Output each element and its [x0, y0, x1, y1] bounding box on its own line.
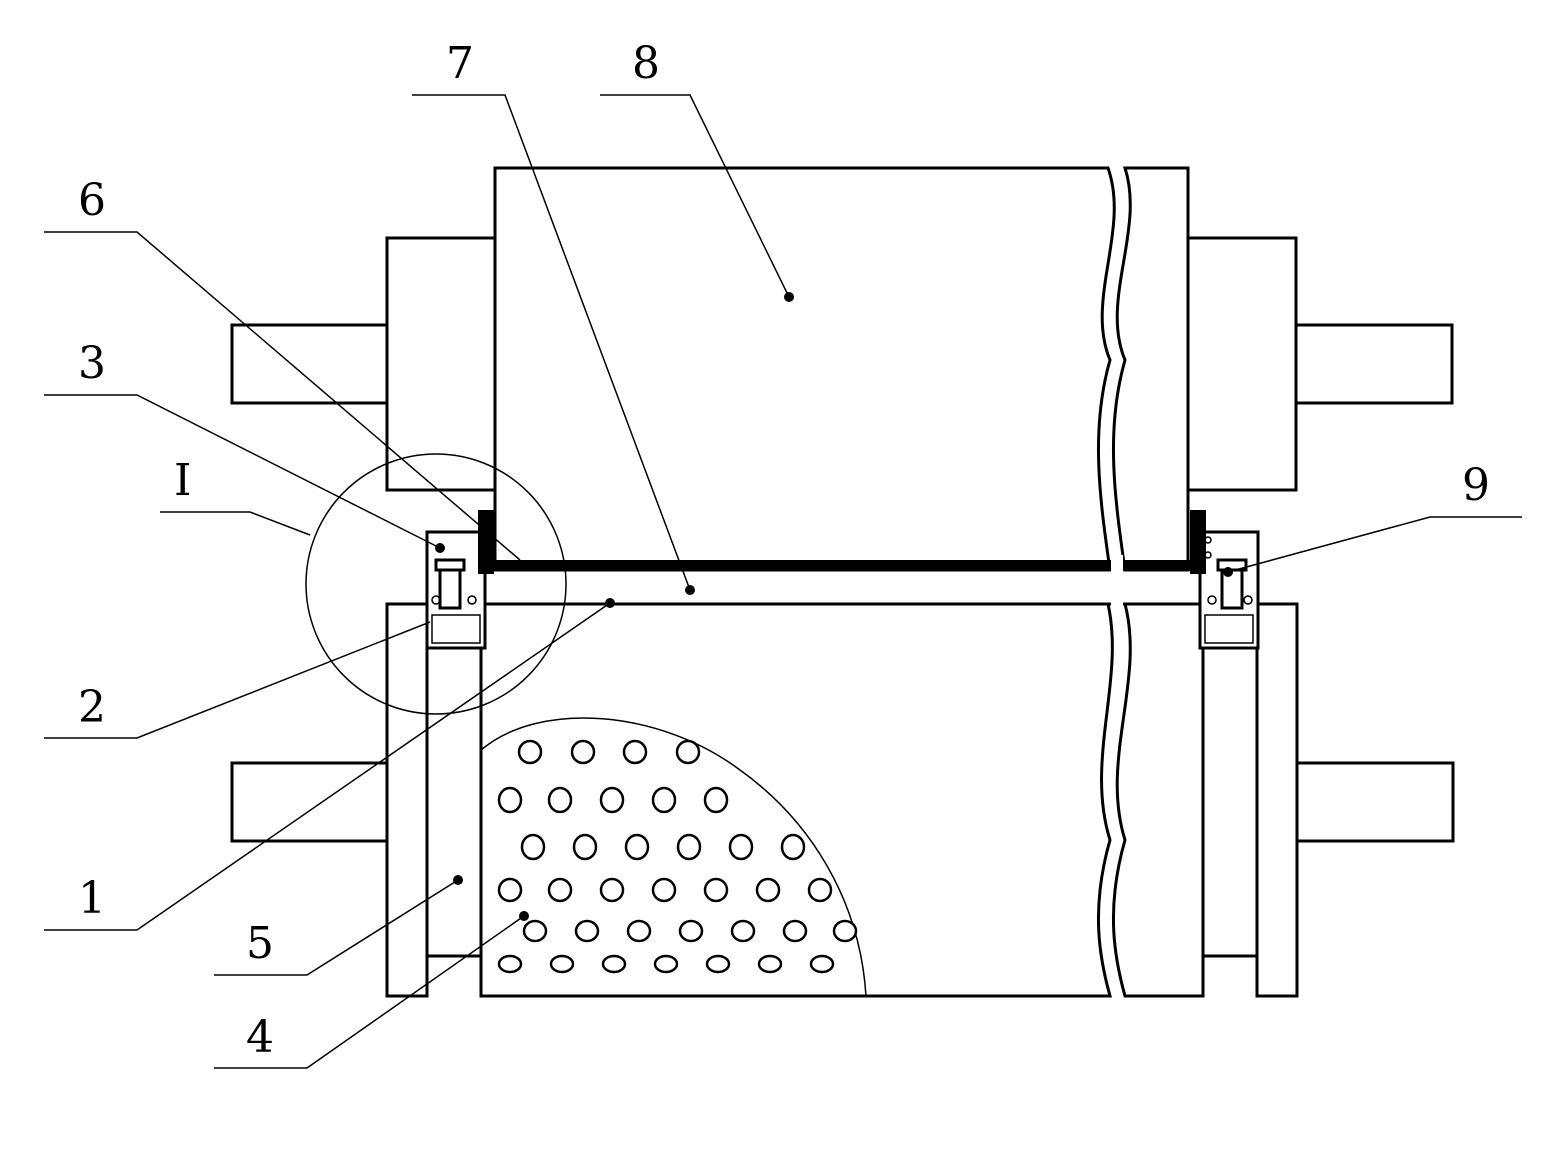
- perforation-hole: [574, 919, 600, 943]
- label-7: 7: [446, 38, 474, 89]
- perforation-hole: [626, 919, 652, 943]
- left-seal-assembly: [425, 510, 494, 650]
- belt-break-gap: [1111, 555, 1123, 609]
- detail-circle-I: [305, 453, 567, 715]
- perforation-hole: [755, 877, 781, 903]
- perforation-hole: [624, 833, 650, 861]
- perforation-hole: [622, 739, 648, 765]
- perforation-hole: [570, 739, 596, 765]
- upper-roller: [230, 166, 1454, 572]
- label-2: 2: [78, 682, 106, 733]
- lower-roller-barrel-right: [1112, 602, 1205, 998]
- perforation-hole: [520, 833, 546, 861]
- label-I: I: [174, 455, 191, 506]
- perforation-hole: [653, 954, 679, 974]
- lower-right-shaft: [1295, 761, 1455, 843]
- perforated-region-boundary: [480, 717, 867, 997]
- right-seal-inner: [1204, 614, 1254, 644]
- perforation-hole: [675, 739, 701, 765]
- upper-roller-barrel-left: [493, 166, 1116, 572]
- label-8: 8: [632, 38, 660, 89]
- left-seal-dot-b: [467, 595, 477, 605]
- perforation-hole: [807, 877, 833, 903]
- perforation-hole: [730, 919, 756, 943]
- left-bolt-head: [434, 558, 466, 572]
- right-seal-dot-d: [1204, 551, 1212, 559]
- perforation-hole: [703, 877, 729, 903]
- left-seal-dot-d: [482, 541, 490, 549]
- perforation-hole: [651, 786, 677, 814]
- leader-line-8: [600, 94, 790, 298]
- lower-left-flange: [385, 602, 429, 998]
- leader-line-I: [160, 511, 311, 536]
- lower-left-collar: [425, 646, 483, 958]
- upper-left-hub: [385, 236, 497, 492]
- perforation-hole: [522, 919, 548, 943]
- perforation-hole: [703, 786, 729, 814]
- leader-line-6: [44, 231, 521, 561]
- leader-line-2: [44, 621, 431, 739]
- right-seal-strip: [1190, 510, 1206, 574]
- perforation-holes: [497, 739, 858, 974]
- upper-left-shaft: [230, 323, 390, 405]
- leader-line-7: [412, 94, 691, 591]
- perforation-hole: [705, 954, 731, 974]
- right-seal-dot-c: [1204, 536, 1212, 544]
- perforation-hole: [549, 954, 575, 974]
- leader-lines: [44, 94, 1522, 1069]
- perforation-hole: [497, 954, 523, 974]
- label-5: 5: [246, 918, 274, 969]
- label-9: 9: [1462, 460, 1490, 511]
- perforation-hole: [676, 833, 702, 861]
- label-1: 1: [78, 873, 106, 924]
- perforation-hole: [832, 919, 858, 943]
- perforation-hole: [572, 833, 598, 861]
- perforation-hole: [601, 954, 627, 974]
- leader-line-9: [1227, 516, 1522, 573]
- perforation-hole: [809, 954, 835, 974]
- label-3: 3: [78, 338, 106, 389]
- left-seal-inner: [431, 614, 481, 644]
- right-seal-dot-b: [1243, 595, 1253, 605]
- perforation-hole: [497, 786, 523, 814]
- label-6: 6: [78, 175, 106, 226]
- perforation-hole: [780, 833, 806, 861]
- upper-right-shaft: [1294, 323, 1454, 405]
- leader-line-5: [214, 879, 459, 976]
- label-4: 4: [246, 1012, 274, 1063]
- right-seal-assembly: [1190, 510, 1260, 650]
- perforation-hole: [599, 786, 625, 814]
- left-seal-dot-a: [431, 595, 441, 605]
- lower-roller: [230, 602, 1455, 998]
- perforation-hole: [599, 877, 625, 903]
- perforation-hole: [782, 919, 808, 943]
- belt-plate: [481, 555, 1203, 609]
- lower-roller-barrel-left: [479, 602, 1114, 998]
- perforation-hole: [547, 786, 573, 814]
- lower-left-shaft: [230, 761, 390, 843]
- perforation-hole: [757, 954, 783, 974]
- belt-top-layer: [481, 560, 1203, 571]
- lower-right-collar: [1201, 646, 1259, 958]
- perforation-hole: [547, 877, 573, 903]
- left-seal-dot-c: [482, 526, 490, 534]
- upper-roller-barrel-right: [1111, 166, 1190, 572]
- right-seal-dot-a: [1207, 595, 1217, 605]
- perforation-hole: [497, 877, 523, 903]
- leader-line-3: [44, 394, 441, 549]
- perforation-hole: [651, 877, 677, 903]
- leader-line-4: [214, 915, 525, 1069]
- upper-right-hub: [1186, 236, 1298, 492]
- perforation-hole: [678, 919, 704, 943]
- lower-right-flange: [1255, 602, 1299, 998]
- leader-line-1: [44, 602, 611, 931]
- part-labels: 8 7 6 3 I 9 2 1 5 4: [78, 38, 1490, 1063]
- perforation-hole: [517, 739, 543, 765]
- perforation-hole: [728, 833, 754, 861]
- left-bolt: [438, 566, 462, 610]
